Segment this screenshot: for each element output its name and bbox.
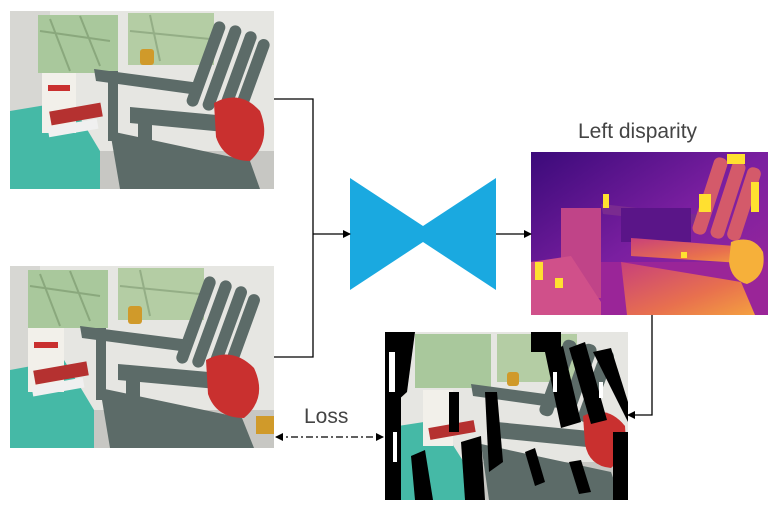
right-image-to-network-connector xyxy=(274,234,314,358)
reconstructed-left-image xyxy=(385,332,628,500)
left-input-image xyxy=(10,11,274,189)
right-input-image xyxy=(10,266,274,448)
disparity-to-reconstruction-arrow xyxy=(627,315,653,419)
left-disparity-map xyxy=(531,152,768,315)
left-image-to-network-connector xyxy=(274,98,314,234)
hourglass-encoder-decoder-icon xyxy=(350,178,496,290)
loss-label: Loss xyxy=(304,405,349,428)
disparity-label: Left disparity xyxy=(578,120,698,143)
network-icon xyxy=(350,178,496,290)
